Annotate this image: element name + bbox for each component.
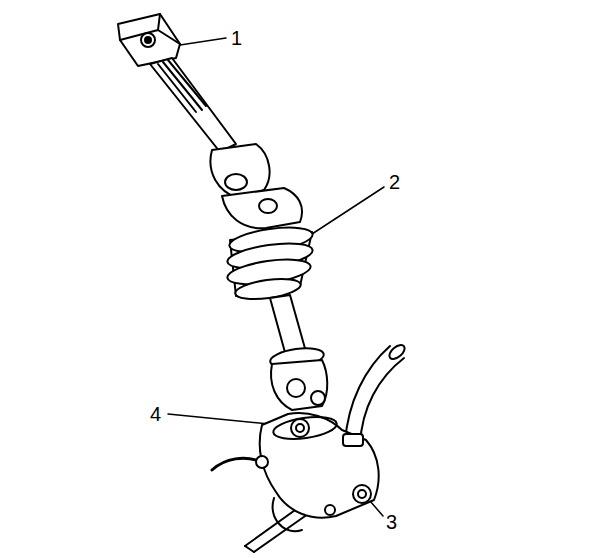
callout-number: 2	[389, 172, 400, 192]
spline	[163, 62, 202, 110]
lines-and-rod	[212, 342, 407, 552]
pipe-fitting	[343, 434, 363, 446]
upper-u-joint	[210, 144, 302, 228]
clamp-edge	[158, 14, 160, 30]
pipe	[345, 346, 390, 442]
rod	[254, 514, 308, 552]
spline	[168, 60, 206, 106]
gear-housing	[256, 413, 379, 531]
clamp-bolt	[145, 37, 151, 43]
callout-number: 1	[231, 28, 242, 48]
yoke	[271, 360, 327, 410]
lower-shaft	[270, 295, 306, 356]
pipe	[360, 358, 404, 444]
clamp-bolt	[141, 33, 155, 47]
lower-u-joint	[269, 345, 327, 410]
cross-pin	[225, 174, 247, 190]
callout-number: 3	[386, 512, 397, 532]
housing-face	[272, 414, 338, 443]
splined-shaft	[150, 58, 236, 152]
fitting-bolt	[353, 485, 371, 503]
pipe	[212, 458, 262, 470]
rod	[245, 546, 254, 552]
pinch-bolt	[296, 424, 304, 432]
leader-line	[370, 501, 383, 516]
shaft	[150, 58, 236, 152]
flexible-coupling	[226, 223, 314, 302]
yoke	[222, 188, 302, 228]
cross-pin	[287, 379, 305, 397]
clamp-edge	[120, 30, 180, 44]
housing	[260, 413, 379, 518]
shaft	[270, 295, 306, 356]
fitting-bolt	[358, 490, 366, 498]
leader-line	[180, 38, 226, 45]
leader-line	[312, 187, 384, 234]
cross-pin	[311, 391, 325, 405]
pinch-bolt	[291, 419, 309, 437]
cross-pin	[259, 199, 277, 213]
pipe-end	[387, 342, 407, 361]
pipe-fitting	[256, 456, 268, 468]
housing-lug	[273, 498, 302, 531]
yoke	[210, 144, 269, 198]
callout-number: 4	[150, 404, 161, 424]
pipe-fitting	[325, 505, 335, 515]
